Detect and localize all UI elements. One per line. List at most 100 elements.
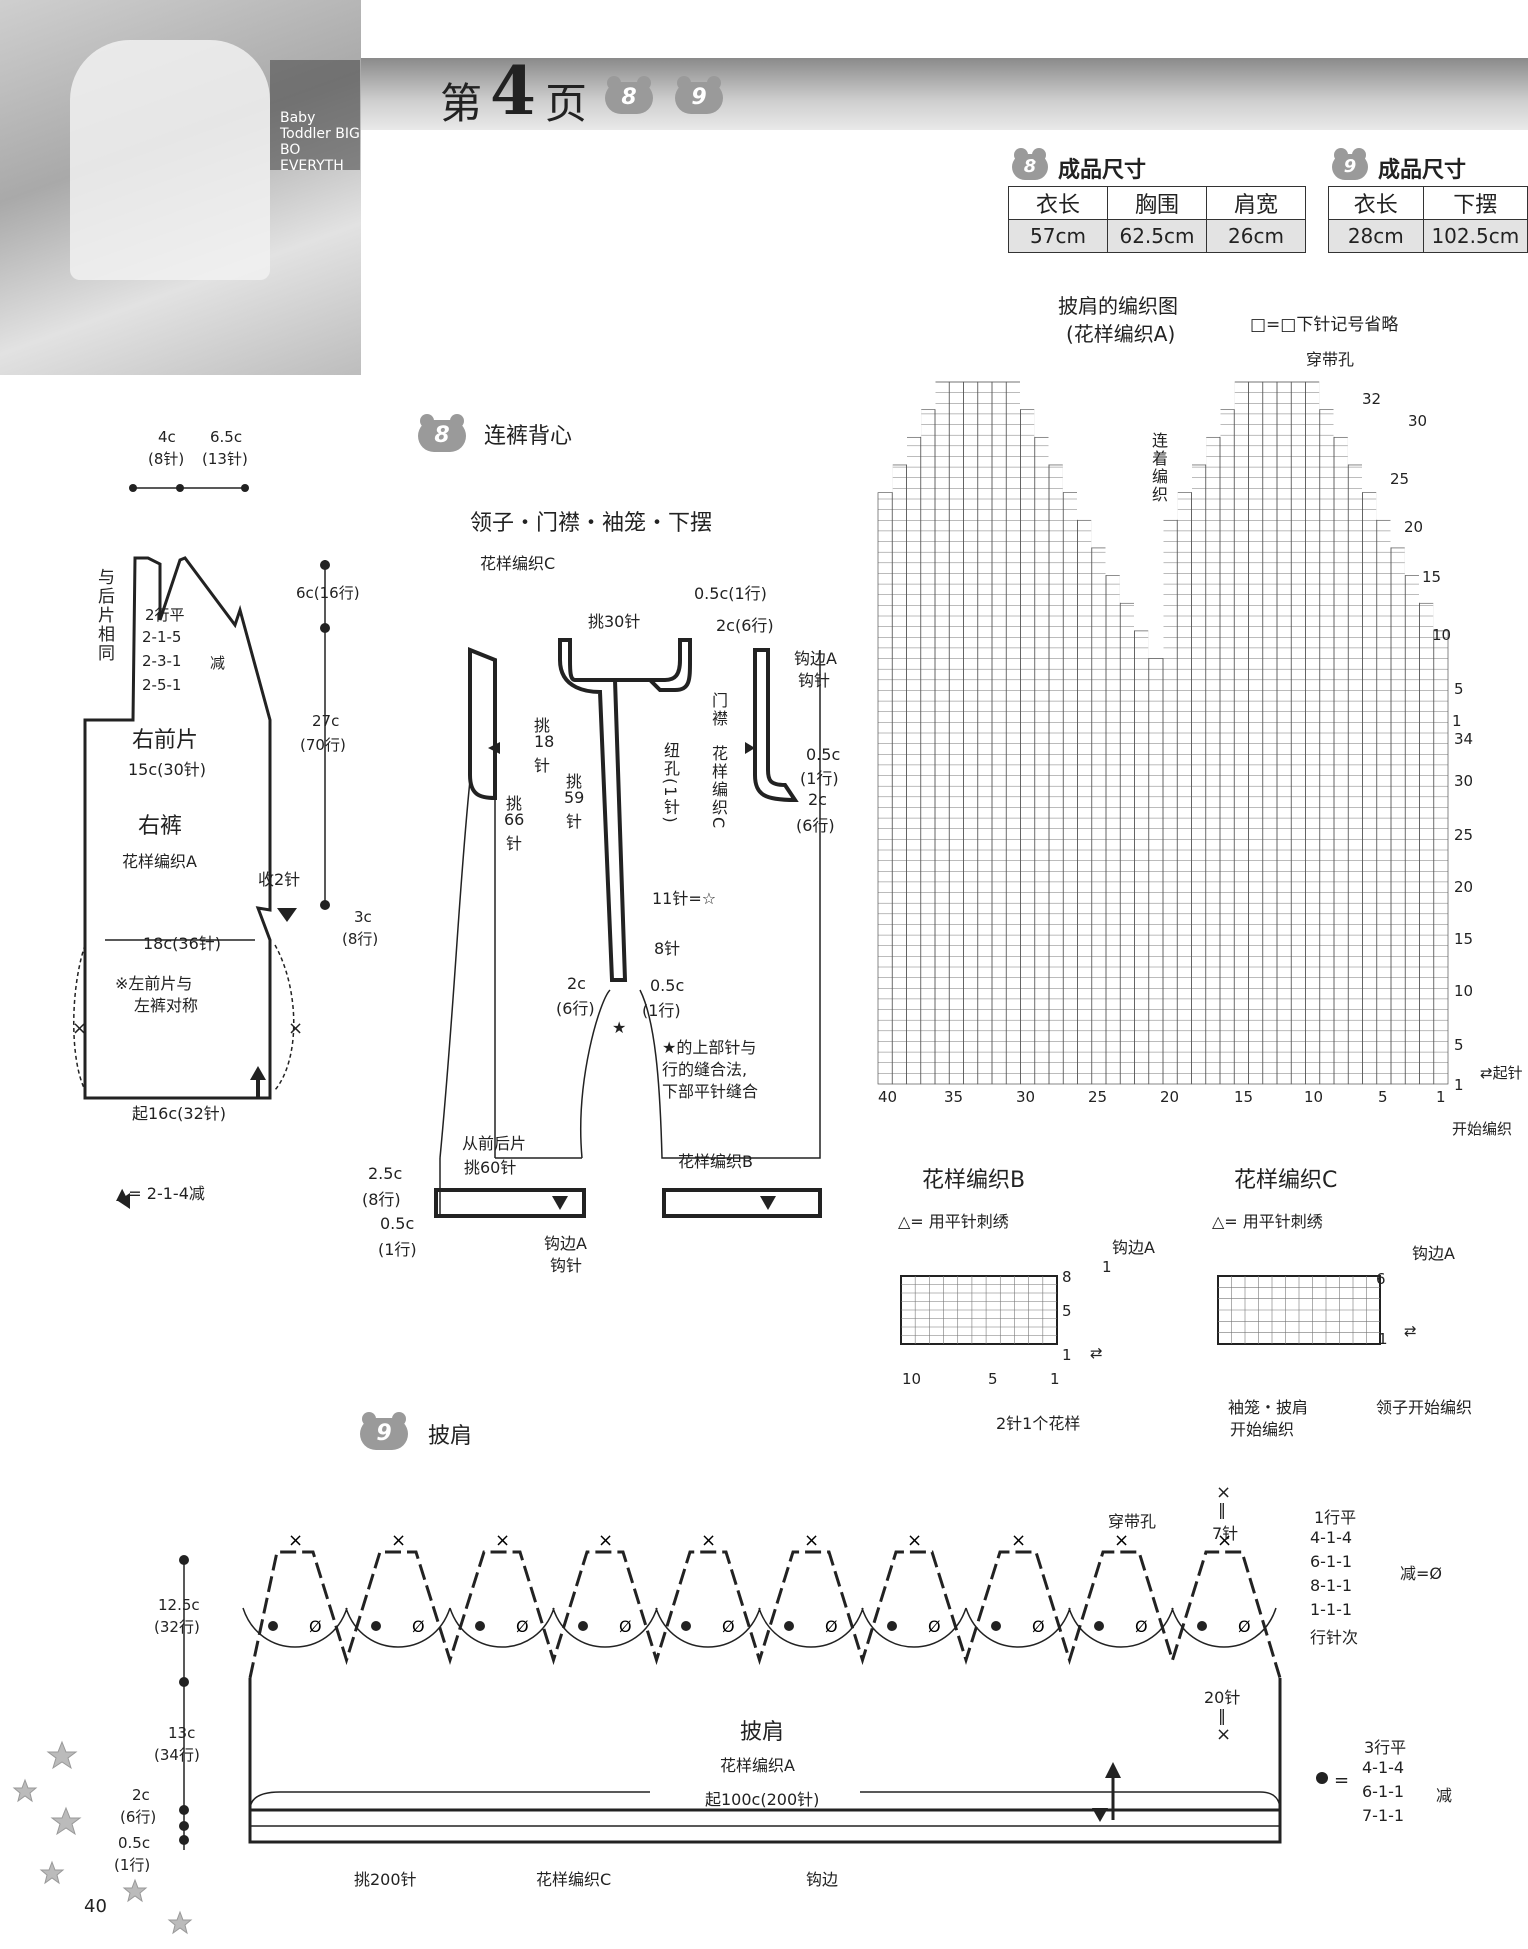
chart-a-column <box>1134 630 1150 1085</box>
pattern-b-repeat: 2针1个花样 <box>996 1414 1081 1433</box>
chart-a-column <box>1105 575 1121 1085</box>
cape-dot-mark <box>371 1621 381 1631</box>
top-width-1-sts: (8针) <box>148 450 185 468</box>
section8-title: 连裤背心 <box>484 424 573 449</box>
chart-a-continue: 连着编织 <box>1149 432 1168 504</box>
chart-a-grid <box>877 381 1449 1085</box>
pattern-c-r1: 1 <box>1378 1330 1388 1348</box>
cape-h1b: (32行) <box>154 1618 200 1636</box>
cape-h4b: (1行) <box>114 1856 151 1874</box>
height-2-rows: (70行) <box>300 736 346 754</box>
cape-dec-5: 行针次 <box>1310 1628 1359 1647</box>
badge-9: 9 <box>675 76 723 114</box>
trim-pick66-a: 挑 <box>506 794 523 813</box>
dec-row-0: 2行平 <box>145 606 185 624</box>
cape-dot-eq: = <box>1334 1770 1350 1791</box>
chart-a-column <box>1020 409 1036 1085</box>
chart-a-column <box>1205 436 1221 1085</box>
symmetry-note-1: ※左前片与 <box>115 974 193 993</box>
chart-a-row-label: 20 <box>1454 878 1474 896</box>
cape-hole: 穿带孔 <box>1108 1512 1157 1531</box>
chart-a-row-label: 20 <box>1404 518 1424 536</box>
trim-pick66-b: 66 <box>504 810 525 829</box>
chart-a-col-label: 1 <box>1436 1088 1446 1106</box>
size8-h1: 胸围 <box>1107 186 1207 220</box>
cape-h4: 0.5c <box>118 1834 151 1852</box>
trim-title: 领子・门襟・袖笼・下摆 <box>470 511 713 536</box>
chart-a-row-label: 15 <box>1422 568 1442 586</box>
trim-from: 从前后片 <box>462 1134 527 1153</box>
trim-pick18-b: 18 <box>534 732 555 751</box>
cape-x-mark: × <box>288 1530 303 1551</box>
size9-v0: 28cm <box>1328 219 1424 253</box>
cape-pattern: 花样编织A <box>720 1756 795 1775</box>
dec-row-1: 2-1-5 <box>142 628 182 646</box>
trim-star-note-2: 行的缝合法, <box>662 1060 748 1079</box>
chart-a-row-label: 25 <box>1454 826 1474 844</box>
size8-v0: 57cm <box>1008 219 1108 253</box>
pants-pattern: 花样编织A <box>122 852 197 871</box>
right-front-width: 15c(30针) <box>128 760 207 779</box>
chart-a-column <box>1404 575 1420 1085</box>
page-number: 40 <box>84 1896 107 1917</box>
chart-a-column <box>1419 602 1435 1085</box>
chart-a-column <box>1219 409 1235 1085</box>
cape-x-top: × <box>1216 1482 1232 1503</box>
trim-pick66-c: 针 <box>506 834 523 853</box>
cape-seven: 7针 <box>1212 1524 1239 1543</box>
cape-dot-1: 4-1-4 <box>1362 1758 1405 1777</box>
cape-dot-mark <box>268 1621 278 1631</box>
pattern-b-c5: 5 <box>988 1370 998 1388</box>
cape-x-mark: × <box>598 1530 613 1551</box>
cape-dot-3: 7-1-1 <box>1362 1806 1405 1825</box>
trim-r2b: (6行) <box>796 816 835 835</box>
pattern-c-title: 花样编织C <box>1234 1168 1338 1193</box>
cape-x-mark: × <box>495 1530 510 1551</box>
trim-h25b: (8行) <box>362 1190 401 1209</box>
trim-star: ★ <box>612 1018 627 1037</box>
cape-h2: 13c <box>168 1724 196 1742</box>
trim-h25a: 2.5c <box>368 1164 403 1183</box>
cape-dot-label: 减 <box>1436 1786 1453 1805</box>
cape-x-mark: × <box>804 1530 819 1551</box>
trim-r05b: (1行) <box>800 769 839 788</box>
dec-row-2: 2-3-1 <box>142 652 182 670</box>
chart-a-column <box>1091 547 1107 1085</box>
cape-x-mark: × <box>907 1530 922 1551</box>
section9-title: 披肩 <box>428 1424 473 1449</box>
x-mark-left: × <box>72 1018 88 1039</box>
chart-a-column <box>906 436 922 1085</box>
pattern-b-r1: 1 <box>1062 1346 1072 1364</box>
cape-dot-mark <box>887 1621 897 1631</box>
trim-pick60: 挑60针 <box>464 1158 517 1177</box>
section9-badge: 9 <box>360 1412 408 1450</box>
pattern-c-collar-start: 领子开始编织 <box>1376 1398 1473 1417</box>
chart-a-column <box>1347 464 1363 1085</box>
cape-eq-top: ‖ <box>1218 1500 1226 1519</box>
cape-pattern-c: 花样编织C <box>536 1870 612 1889</box>
trim-pick59-b: 59 <box>564 788 585 807</box>
photo-text: Baby Toddler BIG BO EVERYTH <box>280 110 360 174</box>
chart-a-column <box>1162 519 1178 1085</box>
size9-v1: 102.5cm <box>1422 219 1528 253</box>
cape-null-mark: Ø <box>825 1617 838 1636</box>
trim-pick30: 挑30针 <box>588 612 641 631</box>
top-width-2: 6.5c <box>210 428 243 446</box>
same-as-back: 与后片相同 <box>94 568 114 663</box>
cape-dot-mark <box>681 1621 691 1631</box>
cape-dot-mark <box>1094 1621 1104 1631</box>
chart-a-row-label: 34 <box>1454 730 1474 748</box>
cape-x-mark: × <box>1114 1530 1129 1551</box>
trim-gou-a-2: 钩边A <box>544 1234 587 1253</box>
cape-h1: 12.5c <box>158 1596 200 1614</box>
trim-eleven: 11针=☆ <box>652 889 717 908</box>
height-2: 27c <box>312 712 340 730</box>
top-width-2-sts: (13针) <box>202 450 248 468</box>
size8-badge: 8 <box>1012 148 1048 180</box>
trim-gouzhen-2: 钩针 <box>550 1256 583 1275</box>
shou-label: 收2针 <box>258 870 301 889</box>
pattern-b-legend: △= 用平针刺绣 <box>898 1212 1009 1231</box>
chart-a-row-label: 15 <box>1454 930 1474 948</box>
trim-pick18-c: 针 <box>534 756 551 775</box>
chart-a-column <box>1034 436 1050 1085</box>
